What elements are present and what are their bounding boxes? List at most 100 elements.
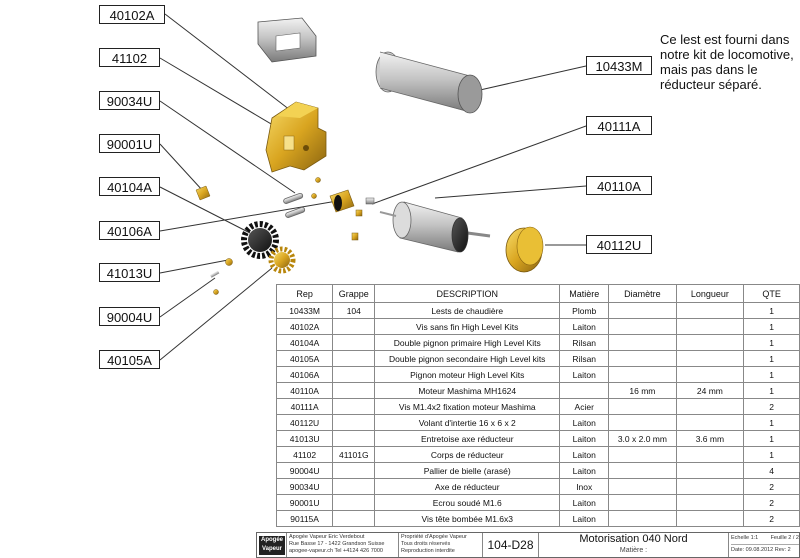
- callout-90034U: 90034U: [99, 91, 160, 110]
- leader-90001U: [159, 143, 204, 192]
- table-cell: [332, 398, 376, 415]
- table-cell: 41013U: [275, 430, 334, 447]
- col-header-diametre: Diamètre: [608, 284, 677, 303]
- table-cell: [608, 462, 677, 479]
- col-header-grappe: Grappe: [332, 284, 376, 303]
- table-cell: [608, 366, 677, 383]
- table-cell: Rilsan: [559, 334, 610, 351]
- callout-90001U: 90001U: [99, 134, 160, 153]
- sheet-text: Feuille 2 / 2: [770, 535, 799, 541]
- small-fasteners-part: [311, 177, 375, 241]
- table-cell: 2: [743, 510, 800, 527]
- leader-90034U: [159, 100, 296, 194]
- table-cell: [608, 318, 677, 335]
- bill-of-materials-table: Rep Grappe DESCRIPTION Matière Diamètre …: [275, 284, 800, 527]
- company-logo: Apogée Vapeur: [259, 536, 285, 555]
- table-cell: 1: [743, 318, 800, 335]
- table-cell: Plomb: [559, 302, 610, 319]
- table-cell: 90004U: [275, 462, 334, 479]
- table-cell: Pignon moteur High Level Kits: [374, 366, 561, 383]
- callout-41013U: 41013U: [99, 263, 160, 282]
- callout-40102A: 40102A: [99, 5, 165, 24]
- table-cell: Laiton: [559, 446, 610, 463]
- callout-40110A: 40110A: [586, 176, 652, 195]
- table-cell: [675, 398, 745, 415]
- table-cell: [608, 334, 677, 351]
- col-header-rep: Rep: [275, 284, 334, 303]
- table-cell: 1: [743, 414, 800, 431]
- table-cell: 90034U: [275, 478, 334, 495]
- callout-40112U: 40112U: [586, 235, 652, 254]
- flywheel-part: [505, 226, 544, 273]
- table-cell: [675, 350, 745, 367]
- table-cell: [675, 494, 745, 511]
- table-cell: Laiton: [559, 318, 610, 335]
- table-cell: [332, 414, 376, 431]
- table-cell: [608, 494, 677, 511]
- table-cell: 1: [743, 446, 800, 463]
- table-cell: [332, 478, 376, 495]
- table-cell: 104: [332, 302, 376, 319]
- table-cell: [675, 446, 745, 463]
- col-header-qte: QTE: [743, 284, 800, 303]
- leader-40102A: [164, 13, 291, 111]
- table-cell: 40102A: [275, 318, 334, 335]
- col-header-description: DESCRIPTION: [374, 284, 561, 303]
- table-cell: 40112U: [275, 414, 334, 431]
- table-cell: 2: [743, 398, 800, 415]
- ballast-cylinder-part: [375, 51, 483, 114]
- table-cell: 41102: [275, 446, 334, 463]
- ballast-note: Ce lest est fourni dans notre kit de loc…: [660, 32, 794, 92]
- table-cell: Laiton: [559, 462, 610, 479]
- callout-90004U: 90004U: [99, 307, 160, 326]
- table-cell: 40110A: [275, 382, 334, 399]
- table-cell: 40105A: [275, 350, 334, 367]
- table-cell: [608, 478, 677, 495]
- table-cell: 4: [743, 462, 800, 479]
- table-cell: [332, 430, 376, 447]
- table-cell: Pallier de bielle (arasé): [374, 462, 561, 479]
- leader-lines: [159, 13, 587, 361]
- table-cell: Acier: [559, 398, 610, 415]
- table-cell: 1: [743, 366, 800, 383]
- table-cell: 16 mm: [608, 382, 677, 399]
- reducer-axles-part: [283, 193, 306, 218]
- leader-40111A: [371, 125, 587, 205]
- table-cell: [608, 446, 677, 463]
- table-cell: [608, 414, 677, 431]
- table-cell: Rilsan: [559, 350, 610, 367]
- table-cell: 40106A: [275, 366, 334, 383]
- table-cell: [675, 366, 745, 383]
- table-cell: [608, 350, 677, 367]
- callout-10433M: 10433M: [586, 56, 652, 75]
- table-cell: Vis sans fin High Level Kits: [374, 318, 561, 335]
- table-cell: Laiton: [559, 414, 610, 431]
- table-cell: Axe de réducteur: [374, 478, 561, 495]
- left-small-parts: [195, 185, 233, 295]
- table-cell: [675, 334, 745, 351]
- table-cell: Ecrou soudé M1.6: [374, 494, 561, 511]
- callout-40104A: 40104A: [99, 177, 160, 196]
- table-cell: Volant d'intertie 16 x 6 x 2: [374, 414, 561, 431]
- rights-line-2: Tous droits réservés: [401, 541, 451, 547]
- table-cell: Inox: [559, 478, 610, 495]
- table-cell: Laiton: [559, 366, 610, 383]
- drawing-number: 104-D28: [483, 533, 539, 557]
- leader-40105A: [159, 267, 273, 361]
- reducer-block-part: [257, 17, 317, 63]
- table-cell: 2: [743, 478, 800, 495]
- table-cell: [608, 398, 677, 415]
- title-block: Apogée Vapeur Apogée Vapeur Eric Verdebo…: [256, 532, 800, 558]
- table-row: 90004U Pallier de bielle (arasé)Laiton 4: [275, 462, 800, 479]
- table-cell: [559, 382, 610, 399]
- table-cell: 1: [743, 334, 800, 351]
- material-label: Matière :: [619, 547, 648, 554]
- table-cell: 40104A: [275, 334, 334, 351]
- rights-cell: Propriété d'Apogée Vapeur Tous droits ré…: [399, 533, 483, 557]
